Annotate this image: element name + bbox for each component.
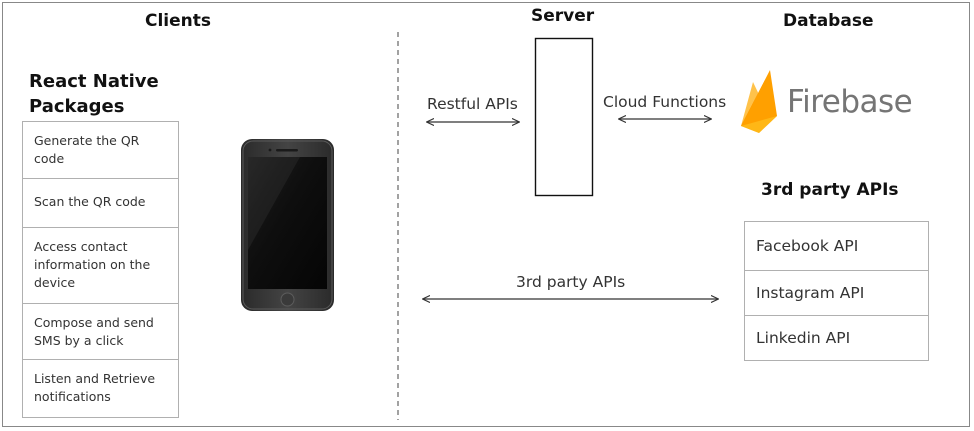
cloud-functions-label: Cloud Functions bbox=[603, 93, 727, 111]
third-party-apis-label: 3rd party APIs bbox=[516, 273, 626, 291]
api-item: Linkedin API bbox=[756, 329, 851, 347]
third-party-api-list: Facebook API Instagram API Linkedin API bbox=[744, 221, 929, 361]
firebase-wordmark: Firebase bbox=[787, 84, 913, 120]
api-item: Instagram API bbox=[745, 271, 928, 316]
smartphone-icon bbox=[241, 139, 334, 311]
package-item: Access contact information on the device bbox=[23, 228, 178, 304]
package-item: Generate the QR code bbox=[23, 122, 178, 179]
react-native-heading-line1: React Native bbox=[29, 71, 159, 92]
database-heading: Database bbox=[783, 11, 874, 31]
react-native-heading: React Native Packages bbox=[29, 69, 159, 119]
server-box bbox=[534, 37, 594, 197]
package-item: Compose and send SMS by a click bbox=[23, 304, 178, 360]
package-item: Scan the QR code bbox=[23, 179, 178, 228]
third-party-apis-heading: 3rd party APIs bbox=[761, 180, 899, 200]
server-heading: Server bbox=[531, 6, 595, 26]
react-native-heading-line2: Packages bbox=[29, 96, 125, 117]
api-item: Facebook API bbox=[745, 222, 928, 271]
restful-apis-label: Restful APIs bbox=[427, 95, 518, 113]
package-list: Generate the QR code Scan the QR code Ac… bbox=[22, 121, 179, 418]
firebase-flame-icon bbox=[741, 70, 777, 133]
package-item: Listen and Retrieve notifications bbox=[34, 371, 156, 404]
clients-heading: Clients bbox=[145, 11, 212, 31]
